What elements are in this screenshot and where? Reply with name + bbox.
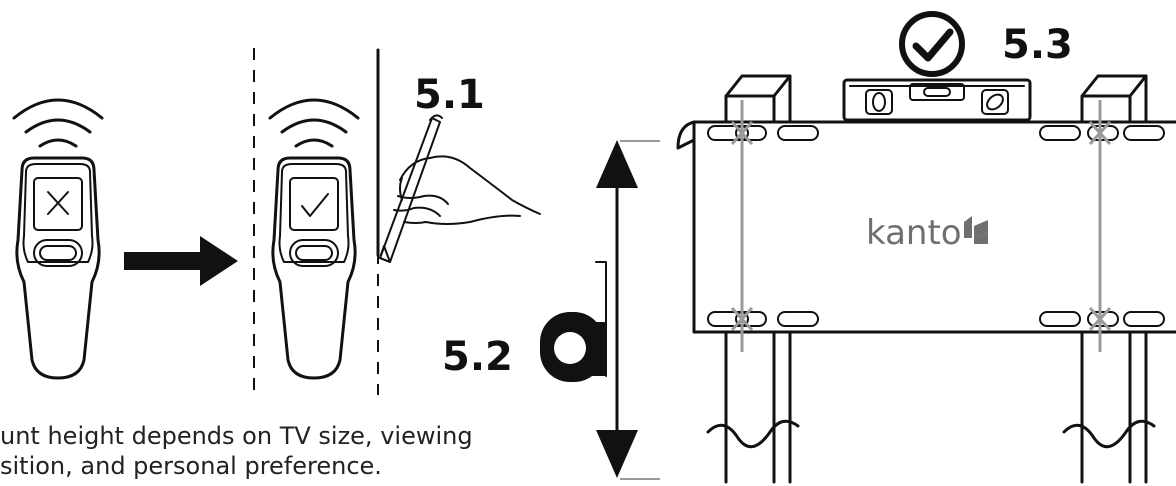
- hand-with-pencil-icon: [379, 114, 541, 263]
- stud-left-bottom: [706, 330, 800, 484]
- check-mark-icon: [301, 193, 329, 217]
- stud-finder-stud-found: [271, 156, 357, 380]
- step-label-5-3: 5.3: [1002, 22, 1073, 68]
- check-circle-icon: [899, 11, 965, 77]
- stud-left-top: [724, 74, 792, 124]
- tape-measure-icon: [540, 261, 607, 382]
- bubble-level-icon: [842, 78, 1032, 122]
- kanto-logo-icon: [964, 216, 988, 244]
- step-label-5-2: 5.2: [442, 334, 513, 380]
- signal-icon-right: [268, 98, 360, 148]
- stud-right-bottom: [1062, 330, 1156, 484]
- brand-name: kanto: [866, 213, 962, 253]
- caption-line-2: sition, and personal preference.: [0, 452, 382, 480]
- wall-plate: [676, 120, 1176, 334]
- screw-mark-icons: [730, 120, 1112, 332]
- x-mark-icon: [47, 191, 69, 215]
- signal-icon-left: [12, 98, 104, 148]
- direction-arrow-icon: [124, 236, 238, 286]
- height-arrow: [596, 140, 660, 480]
- step-label-5-1: 5.1: [414, 72, 485, 118]
- stud-finder-no-stud: [15, 156, 101, 380]
- caption-line-1: unt height depends on TV size, viewing: [0, 422, 473, 450]
- stud-right-top: [1080, 74, 1148, 124]
